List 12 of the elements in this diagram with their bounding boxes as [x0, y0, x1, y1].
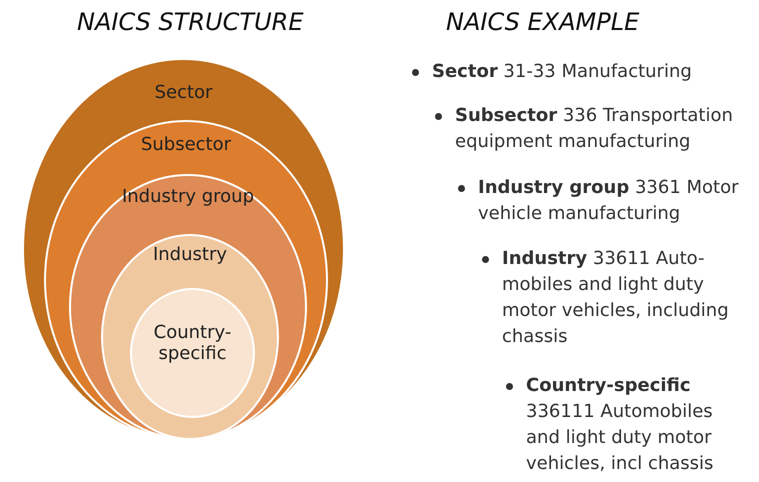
list-item-text: Sector 31-33 Manufacturing	[432, 60, 693, 84]
list-item-text: Country-specific 336111 Automobiles and light duty motor vehicles, incl chassis	[526, 374, 714, 476]
circle-label: Sector	[154, 82, 212, 103]
list-item-text: Industry 33611 Auto-mobiles and light duty motor vehicles, including chassis	[502, 247, 730, 349]
circle-label: Country-specific	[152, 322, 232, 364]
circle-label: Subsector	[140, 134, 232, 155]
list-item-text: Subsector 336 Transportation equipment manufacturing	[455, 104, 734, 154]
circle-label: Industry group	[122, 186, 254, 207]
column-heading: NAICS STRUCTURE	[77, 8, 304, 36]
column-heading: NAICS EXAMPLE	[446, 8, 640, 36]
circle-label: Industry	[152, 244, 228, 265]
list-item-text: Industry group 3361 Motor vehicle manufacturing	[478, 176, 740, 226]
